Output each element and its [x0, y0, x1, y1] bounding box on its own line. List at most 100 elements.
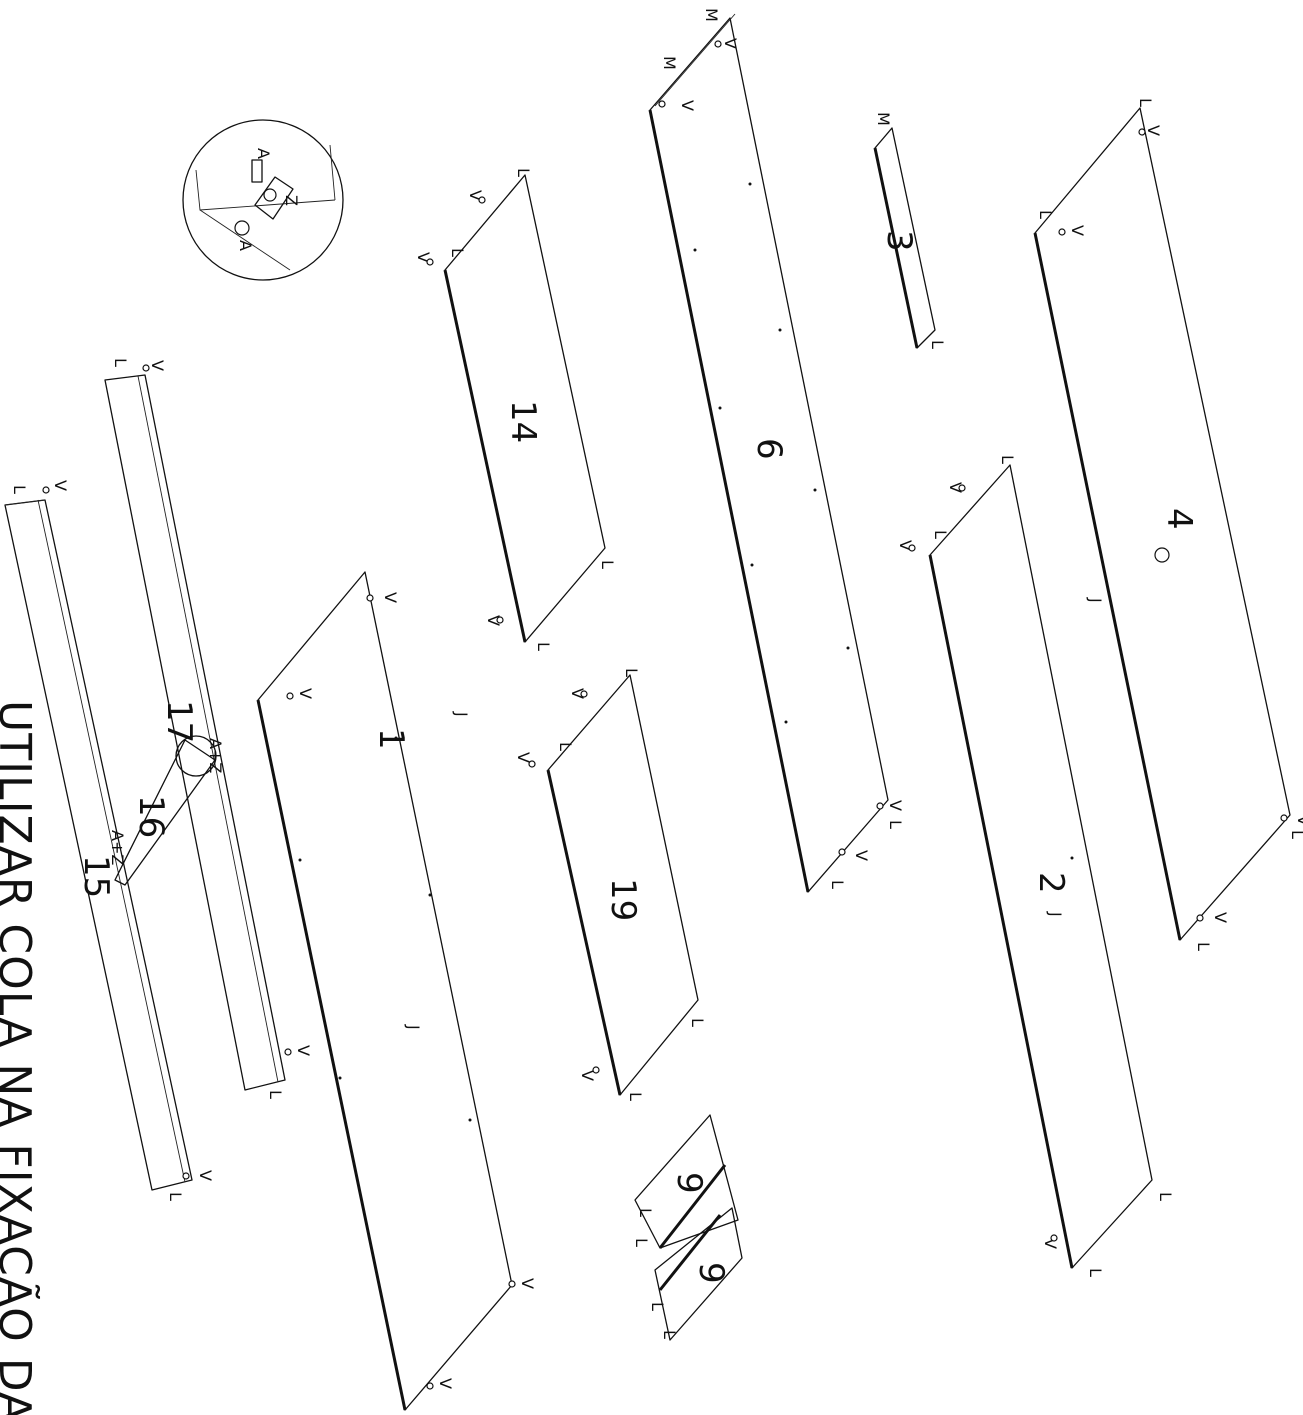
svg-text:A: A: [236, 240, 255, 251]
panel-4-number: 4: [1159, 508, 1199, 530]
svg-text:M: M: [660, 56, 679, 70]
panel-9-b: 9: [654, 1207, 743, 1341]
svg-text:14: 14: [503, 400, 543, 443]
svg-text:Z: Z: [282, 195, 301, 206]
svg-text:L: L: [648, 1302, 667, 1311]
svg-text:V: V: [484, 615, 503, 626]
svg-text:V: V: [568, 688, 587, 699]
svg-text:1: 1: [371, 728, 411, 750]
svg-text:L: L: [266, 1090, 285, 1099]
svg-text:A+Z: A+Z: [108, 830, 127, 865]
svg-text:V: V: [148, 360, 167, 371]
svg-text:L: L: [622, 668, 641, 677]
svg-text:L: L: [828, 880, 847, 889]
svg-text:L: L: [111, 358, 130, 367]
svg-text:UTILIZAR COLA NA FIXAÇÃO DAS: UTILIZAR COLA NA FIXAÇÃO DAS: [0, 700, 41, 1415]
svg-text:V: V: [721, 38, 740, 49]
panel-6-number: 6: [749, 438, 789, 460]
screw-m-labels: M M M: [660, 8, 893, 126]
svg-text:L: L: [1288, 830, 1303, 839]
cam-holes: [42, 40, 1288, 1390]
svg-text:M: M: [874, 112, 893, 126]
panel-2-number: 2: [1031, 872, 1071, 894]
rail-15: 15: [4, 499, 193, 1191]
detail-circle: A Z A: [182, 119, 344, 281]
svg-text:V: V: [196, 1170, 215, 1181]
svg-text:V: V: [578, 1070, 597, 1081]
svg-text:V: V: [896, 540, 915, 551]
svg-text:V: V: [294, 1045, 313, 1056]
svg-text:L: L: [688, 1018, 707, 1027]
svg-text:L: L: [1086, 1268, 1105, 1277]
svg-text:L: L: [514, 168, 533, 177]
svg-text:V: V: [946, 482, 965, 493]
panel-6: 6: [648, 13, 889, 893]
svg-text:M: M: [702, 8, 721, 22]
svg-text:L: L: [534, 642, 553, 651]
svg-text:A+Z: A+Z: [206, 738, 225, 773]
panel-14: 14: [443, 174, 606, 643]
panel-9-a: 9: [634, 1114, 739, 1249]
svg-text:9: 9: [691, 1262, 731, 1284]
svg-text:L: L: [1136, 98, 1155, 107]
svg-text:J: J: [404, 1024, 423, 1030]
svg-text:L: L: [1036, 210, 1055, 219]
svg-text:V: V: [381, 592, 400, 603]
panel-4: 4: [1033, 107, 1291, 941]
svg-text:V: V: [1068, 225, 1087, 236]
svg-text:J: J: [1086, 597, 1105, 603]
brace-16: 16 A+Z A+Z: [108, 735, 225, 886]
rail-15-number: 15: [76, 855, 116, 898]
svg-text:9: 9: [669, 1172, 709, 1194]
svg-text:L: L: [1156, 1192, 1175, 1201]
svg-text:V: V: [436, 1378, 455, 1389]
svg-text:L: L: [636, 1208, 655, 1217]
svg-text:J: J: [452, 711, 471, 717]
bracket-z-label: Z: [282, 195, 301, 206]
svg-text:A: A: [254, 148, 273, 159]
panel-9-a-number: 9: [669, 1172, 709, 1194]
screw-a-label-bottom: A: [236, 240, 255, 251]
panel-3: 3: [873, 127, 936, 349]
panel-19: 19: [546, 674, 699, 1096]
a-plus-z-top: A+Z: [206, 738, 225, 773]
svg-text:J: J: [1046, 911, 1065, 917]
svg-text:L: L: [931, 530, 950, 539]
svg-text:2: 2: [1031, 872, 1071, 894]
svg-text:L: L: [632, 1238, 651, 1247]
svg-text:V: V: [1294, 815, 1303, 826]
screw-j-labels: J J J J: [404, 597, 1105, 1030]
svg-text:L: L: [1194, 942, 1213, 951]
svg-text:L: L: [660, 1330, 679, 1339]
rail-17: 17: [104, 374, 286, 1091]
svg-text:15: 15: [76, 855, 116, 898]
svg-text:V: V: [1211, 912, 1230, 923]
svg-text:L: L: [928, 340, 947, 349]
panel-1-number: 1: [371, 728, 411, 750]
svg-text:V: V: [1144, 125, 1163, 136]
panel-9-b-number: 9: [691, 1262, 731, 1284]
svg-text:V: V: [678, 100, 697, 111]
svg-text:19: 19: [603, 878, 643, 921]
panel-14-number: 14: [503, 400, 543, 443]
svg-text:V: V: [296, 688, 315, 699]
svg-text:4: 4: [1159, 508, 1199, 530]
svg-text:L: L: [598, 560, 617, 569]
svg-text:L: L: [626, 1092, 645, 1101]
svg-text:V: V: [414, 252, 433, 263]
svg-text:6: 6: [749, 438, 789, 460]
svg-text:V: V: [466, 190, 485, 201]
brace-16-number: 16: [131, 795, 171, 838]
screw-a-label-top: A: [254, 148, 273, 159]
svg-text:L: L: [448, 248, 467, 257]
glue-note: UTILIZAR COLA NA FIXAÇÃO DAS: [0, 700, 41, 1415]
svg-text:L: L: [10, 485, 29, 494]
svg-text:V: V: [514, 752, 533, 763]
panel-19-number: 19: [603, 878, 643, 921]
svg-text:V: V: [1041, 1238, 1060, 1249]
svg-text:V: V: [51, 480, 70, 491]
panel-3-number: 3: [879, 230, 919, 252]
a-plus-z-bottom: A+Z: [108, 830, 127, 865]
svg-text:3: 3: [879, 230, 919, 252]
